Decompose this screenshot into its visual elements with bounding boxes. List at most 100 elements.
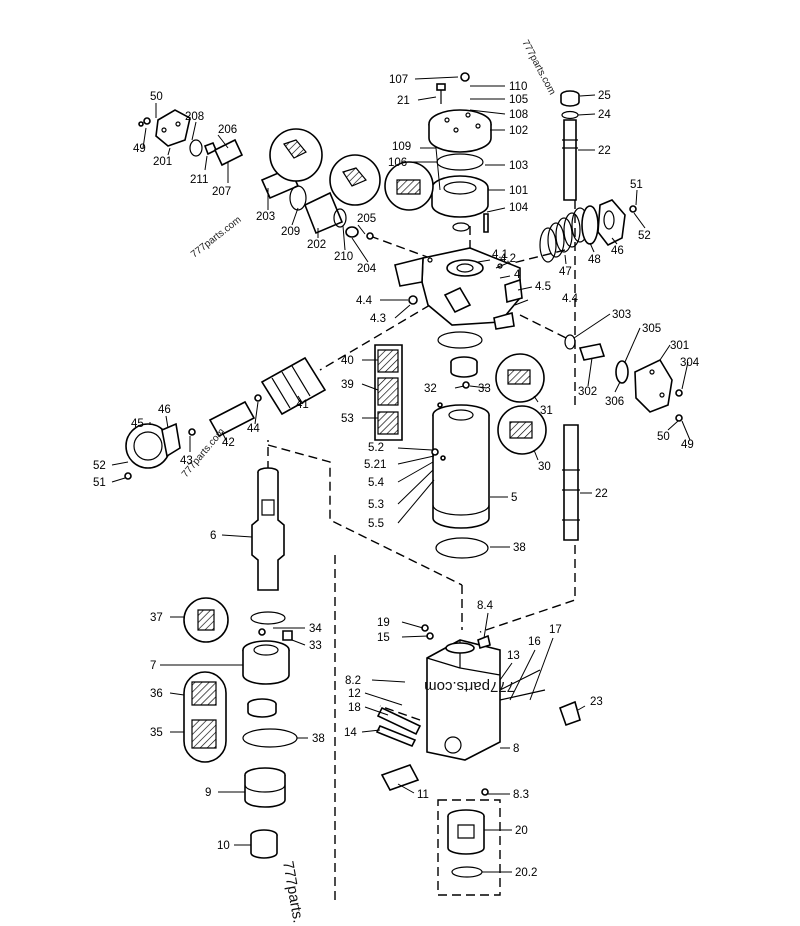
label-15: 15 (377, 632, 390, 644)
label-31: 31 (540, 405, 553, 417)
label-38-lower: 38 (312, 733, 325, 745)
label-40: 40 (341, 355, 354, 367)
label-301: 301 (670, 340, 689, 352)
label-45: 45 (131, 418, 144, 430)
label-5-5: 5.5 (368, 518, 384, 530)
label-13: 13 (507, 650, 520, 662)
label-37: 37 (150, 612, 163, 624)
label-102: 102 (509, 125, 528, 137)
label-106: 106 (388, 157, 407, 169)
label-50-top: 50 (150, 91, 163, 103)
label-43: 43 (180, 455, 193, 467)
label-25: 25 (598, 90, 611, 102)
label-108: 108 (509, 109, 528, 121)
label-20: 20 (515, 825, 528, 837)
label-53: 53 (341, 413, 354, 425)
label-46-top: 46 (611, 245, 624, 257)
upper-rod-assembly (560, 90, 580, 201)
label-46-left: 46 (158, 404, 171, 416)
label-11: 11 (417, 789, 429, 801)
label-202: 202 (307, 239, 326, 251)
long-rod-22 (562, 424, 580, 541)
label-33-lower: 33 (309, 640, 322, 652)
label-306: 306 (605, 396, 624, 408)
watermark-bottom: 777parts. (279, 860, 307, 925)
label-5-3: 5.3 (368, 499, 384, 511)
label-305: 305 (642, 323, 661, 335)
label-109: 109 (392, 141, 411, 153)
top-cover-assembly (428, 72, 492, 233)
label-5-21: 5.21 (364, 459, 386, 471)
cylinder-5 (431, 331, 490, 559)
label-302: 302 (578, 386, 597, 398)
label-42: 42 (222, 437, 235, 449)
piston-6 (251, 467, 285, 591)
label-16: 16 (528, 636, 541, 648)
label-8-2: 8.2 (345, 675, 361, 687)
label-8: 8 (513, 743, 519, 755)
label-34: 34 (309, 623, 322, 635)
label-19: 19 (377, 617, 390, 629)
detail-seal-profile-36 (183, 671, 227, 763)
label-204: 204 (357, 263, 377, 275)
label-205: 205 (357, 213, 376, 225)
detail-seal-profile-39 (374, 344, 403, 441)
label-211: 211 (190, 174, 208, 186)
label-49-right: 49 (681, 439, 694, 451)
label-44: 44 (247, 423, 260, 435)
label-22-lower: 22 (595, 488, 608, 500)
label-4-4-right: 4.4 (562, 293, 579, 305)
watermark-left-mid: 777parts.com (180, 426, 227, 479)
label-4-5: 4.5 (535, 281, 551, 293)
label-6: 6 (210, 530, 216, 542)
detail-magnifiers-top (269, 128, 434, 211)
label-5-4: 5.4 (368, 477, 385, 489)
label-206: 206 (218, 124, 237, 136)
label-8-3: 8.3 (513, 789, 529, 801)
label-104: 104 (509, 202, 529, 214)
label-201: 201 (153, 156, 172, 168)
label-12: 12 (348, 688, 361, 700)
label-14: 14 (344, 727, 357, 739)
spring-assembly-right (539, 199, 637, 263)
guide-assembly-7 (242, 611, 298, 859)
label-17: 17 (549, 624, 562, 636)
detail-magnifier-37 (183, 597, 229, 643)
label-41: 41 (296, 399, 309, 411)
label-4: 4 (514, 269, 521, 281)
label-47: 47 (559, 266, 572, 278)
label-10: 10 (217, 840, 230, 852)
label-4-1: 4.1 (492, 249, 508, 261)
label-39: 39 (341, 379, 354, 391)
label-32: 32 (424, 383, 437, 395)
right-plug-assembly (564, 334, 683, 422)
label-5: 5 (511, 492, 517, 504)
label-4-4-left: 4.4 (356, 295, 373, 307)
label-5-2: 5.2 (368, 442, 384, 454)
label-203: 203 (256, 211, 275, 223)
label-49-top: 49 (133, 143, 146, 155)
label-303: 303 (612, 309, 631, 321)
label-22-top: 22 (598, 145, 611, 157)
label-210: 210 (334, 251, 353, 263)
label-52-top: 52 (638, 230, 651, 242)
label-35: 35 (150, 727, 163, 739)
label-48-top: 48 (588, 254, 601, 266)
label-51-top: 51 (630, 179, 643, 191)
watermark-center-flipped: 777parts.com (424, 678, 515, 695)
label-20-2: 20.2 (515, 867, 537, 879)
label-304: 304 (680, 357, 700, 369)
watermark-left-upper: 777parts.com (189, 214, 244, 260)
leader-lines (111, 76, 691, 873)
label-33-top: 33 (478, 383, 491, 395)
part-labels: 107 110 21 105 108 102 25 24 22 50 49 20… (93, 74, 700, 879)
center-lines (267, 200, 576, 905)
label-207: 207 (212, 186, 231, 198)
label-103: 103 (509, 160, 528, 172)
detail-magnifiers-mid (495, 353, 547, 455)
label-8-4: 8.4 (477, 600, 494, 612)
label-7: 7 (150, 660, 156, 672)
label-52-left: 52 (93, 460, 106, 472)
label-30: 30 (538, 461, 551, 473)
